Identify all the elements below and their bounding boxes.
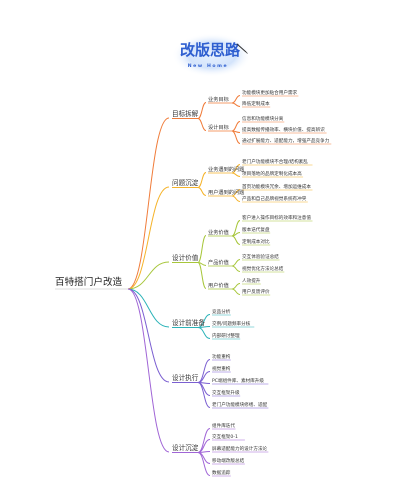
- leaf-node: 视觉重构: [212, 365, 231, 372]
- connector-line: [197, 327, 211, 339]
- connector-line: [127, 117, 170, 290]
- branch-node: 设计前准备: [172, 318, 205, 327]
- leaf-node: 功能重构: [212, 353, 231, 360]
- leaf-node: 交互框架0-1: [212, 433, 238, 440]
- sub-node: 业务价值: [208, 228, 229, 236]
- connector-line: [127, 288, 170, 453]
- leaf-node: 竞品分析: [212, 308, 231, 315]
- logo-cloud: [172, 33, 252, 77]
- connector-line: [231, 265, 241, 272]
- sub-node: 业务目标: [208, 95, 229, 103]
- leaf-node: 版本迭代复盘: [242, 226, 270, 233]
- connector-line: [231, 259, 241, 267]
- connector-line: [197, 187, 207, 196]
- root-node: 百特搭门户改造: [55, 276, 123, 288]
- connector-line: [127, 288, 170, 328]
- leaf-node: 数据追踪: [212, 469, 231, 476]
- connector-line: [231, 172, 241, 177]
- connector-line: [127, 261, 170, 290]
- leaf-node: 移动端改版总结: [212, 457, 245, 464]
- sub-node: 产品价值: [208, 258, 229, 266]
- leaf-node: 交互体验验证总结: [242, 253, 279, 260]
- leaf-node: 人效提升: [242, 277, 261, 284]
- leaf-node: 屏幕适配能力的设计方法论: [212, 445, 268, 452]
- branch-node: 设计执行: [172, 373, 199, 382]
- connector-line: [231, 288, 241, 295]
- connector-line: [197, 452, 211, 476]
- connector-line: [231, 95, 241, 104]
- leaf-node: 通过扩展能力、适配能力，增强产品竞争力: [242, 137, 330, 144]
- branch-node: 设计价值: [172, 253, 199, 262]
- page-subtitle: New Home: [188, 63, 229, 69]
- leaf-node: 内部研讨整理: [212, 332, 240, 339]
- leaf-node: 交例/问题频率分核: [212, 320, 251, 327]
- branch-node: 问题沉淀: [172, 178, 199, 187]
- connector-lines: [127, 95, 241, 476]
- connector-line: [231, 102, 241, 107]
- leaf-node: 定制成本对比: [242, 238, 270, 245]
- page-title: 改版思路: [180, 41, 241, 59]
- branch-node: 目标拆解: [172, 109, 199, 118]
- leaf-node: 组件库迭代: [212, 422, 235, 429]
- sub-node: 业务遇到的问题: [208, 165, 244, 173]
- connector-line: [197, 382, 211, 408]
- header-logo: 改版思路 New Home: [172, 33, 252, 77]
- leaf-node: 降低定制成本: [242, 100, 270, 107]
- connector-line: [197, 262, 207, 289]
- connector-line: [231, 130, 241, 144]
- leaf-node: 信息和功能模块分离: [242, 115, 284, 122]
- connector-line: [231, 121, 241, 132]
- branch-node: 设计沉淀: [172, 443, 199, 452]
- connector-line: [127, 288, 170, 383]
- connector-line: [197, 235, 207, 263]
- connector-line: [197, 359, 211, 383]
- leaf-node: 首页功能模块冗余、增加运维成本: [242, 183, 311, 190]
- leaf-node: 项目落地的品牌定制化成本高: [242, 170, 302, 177]
- leaf-node: 功能模块更加贴合用户需求: [242, 89, 298, 96]
- leaf-node: 客户进入操作目标的效率和注意值: [242, 214, 311, 221]
- leaf-node: 视觉优化方法论总结: [242, 265, 284, 272]
- connector-line: [127, 186, 170, 290]
- connector-line: [231, 283, 241, 290]
- connector-line: [197, 118, 207, 131]
- connector-line: [231, 232, 241, 237]
- connector-line: [231, 235, 241, 245]
- leaf-node: 提高数据传播效率、横块价值、提高辨识: [242, 126, 325, 133]
- connector-line: [197, 172, 207, 188]
- leaf-node: PC端组件库、素材库升级: [212, 377, 264, 384]
- leaf-node: 交互框架升级: [212, 389, 240, 396]
- sub-node: 用户价值: [208, 281, 229, 289]
- sub-node: 用户遇到的问题: [208, 188, 244, 196]
- leaf-node: 用户反馈评价: [242, 288, 270, 295]
- sub-node: 设计目标: [208, 123, 229, 131]
- leaf-node: 产品和自己品牌视觉系统有冲突: [242, 195, 307, 202]
- pencil-icon: [236, 43, 248, 54]
- leaf-node: 老门户功能模块修缮、适配: [212, 401, 268, 408]
- connector-line: [231, 195, 241, 202]
- leaf-node: 老门户功能模块不合理/结构紊乱: [242, 158, 308, 165]
- connector-line: [197, 102, 207, 119]
